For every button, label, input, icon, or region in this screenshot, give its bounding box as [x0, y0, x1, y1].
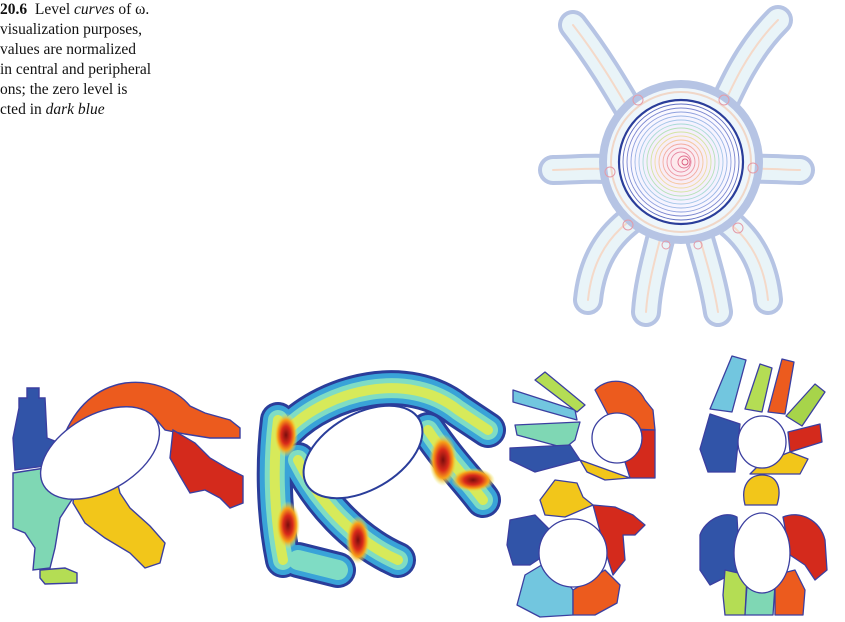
- finger-dark-blue: [510, 445, 580, 472]
- caption-line-6: cted in dark blue: [0, 100, 250, 120]
- palm-red-2: [788, 424, 822, 452]
- figure-caption: 20.6 Level curves of ω. visualization pu…: [0, 0, 250, 120]
- segment-light-green: [40, 568, 77, 584]
- palm-dark-blue-2: [700, 414, 740, 472]
- turtle2-yellow-head: [744, 475, 779, 505]
- hand-right-hole: [738, 416, 786, 468]
- caption-line-3: values are normalized: [0, 40, 250, 60]
- figure-number: 20.6: [0, 1, 27, 18]
- turtle-yellow-top: [540, 480, 593, 517]
- caption-line-2: visualization purposes,: [0, 20, 250, 40]
- finger-mint-2: [786, 384, 825, 426]
- turtle-left-hole: [539, 519, 607, 587]
- zero-level-curve: [619, 100, 743, 224]
- finger-mint: [515, 422, 580, 448]
- hand-right-figure: [690, 354, 830, 479]
- heatmap-animal-figure: [258, 360, 493, 585]
- hand-left-figure: [505, 360, 665, 485]
- segment-red: [170, 430, 243, 508]
- turtle-right-hole: [734, 513, 790, 593]
- finger-light-green-2: [745, 364, 772, 412]
- caption-line-4: in central and peripheral: [0, 60, 250, 80]
- hand-left-hole: [592, 413, 642, 463]
- finger-orange-2: [768, 359, 794, 414]
- finger-cyan-2: [710, 356, 746, 412]
- segmented-animal-figure: [5, 358, 250, 586]
- caption-line-5: ons; the zero level is: [0, 80, 250, 100]
- caption-line-1: 20.6 Level curves of ω.: [0, 0, 250, 20]
- turtle-left-figure: [505, 475, 655, 620]
- level-curves-figure: [548, 0, 808, 322]
- turtle-right-figure: [695, 475, 835, 620]
